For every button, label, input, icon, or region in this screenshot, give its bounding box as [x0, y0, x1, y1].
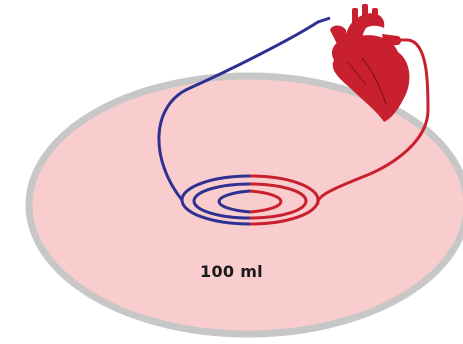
reservoir-dish: [29, 76, 463, 334]
volume-label: 100 ml: [0, 262, 463, 281]
